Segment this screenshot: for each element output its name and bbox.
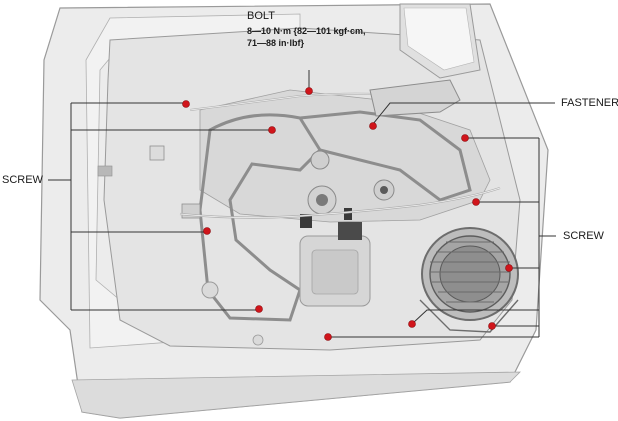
- latch-assembly: [299, 208, 371, 307]
- mirror-mount: [399, 3, 481, 79]
- fastening-points: [182, 87, 513, 341]
- screw-marker: [324, 333, 332, 341]
- screw-marker: [408, 320, 416, 328]
- leader-lines: [48, 70, 556, 338]
- screw-marker: [472, 198, 480, 206]
- screw-marker: [268, 126, 276, 134]
- regulator-components: [97, 145, 395, 346]
- bolt-torque-spec-line1: 8—10 N·m {82—101 kgf·cm,: [247, 26, 366, 36]
- bolt-label: BOLT: [247, 10, 275, 22]
- screw-marker: [488, 322, 496, 330]
- leader-fastener: [372, 102, 555, 125]
- fastener-marker: [369, 122, 377, 130]
- screw-label-left: SCREW: [2, 174, 43, 186]
- screw-marker: [203, 227, 211, 235]
- bolt-marker: [305, 87, 313, 95]
- bolt-torque-spec-line2: 71—88 in·lbf}: [247, 38, 305, 48]
- screw-label-right: SCREW: [563, 230, 604, 242]
- screw-marker: [255, 305, 263, 313]
- leader-screw-right-d: [412, 309, 539, 324]
- screw-marker: [461, 134, 469, 142]
- speaker: [419, 227, 519, 333]
- screw-marker: [182, 100, 190, 108]
- inside-handle-cutout: [369, 79, 461, 117]
- fastener-label: FASTENER: [561, 97, 618, 109]
- screw-marker: [505, 264, 513, 272]
